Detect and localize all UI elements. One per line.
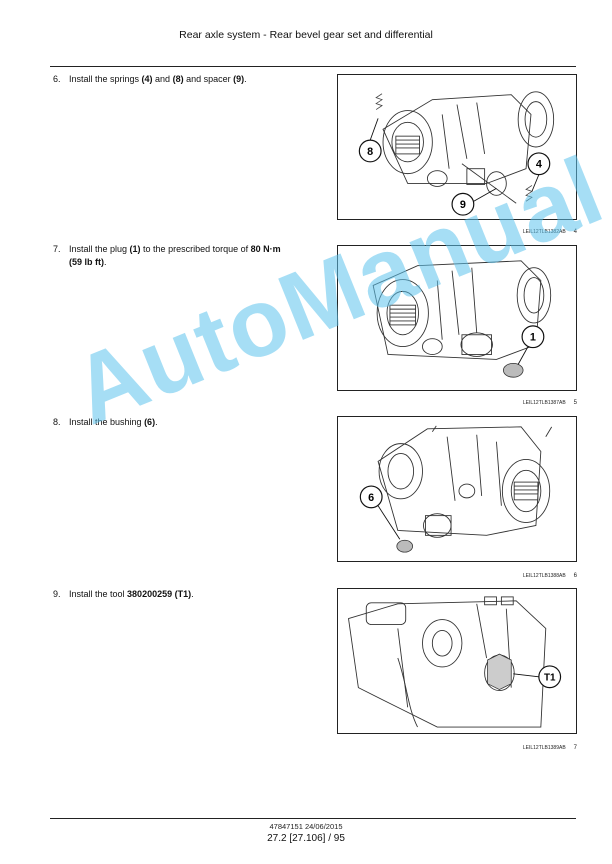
spring-4-graphic [525,185,533,202]
tool-t1-graphic [487,653,512,691]
callout-9: 9 [460,199,466,211]
page-number: 27.2 [27.106] / 95 [267,833,345,844]
axle-illustration-plug: 1 [372,260,552,378]
callout-4: 4 [536,159,542,171]
step-6-text: 6.Install the springs (4) and (8) and sp… [53,74,247,84]
callout-circle-1 [521,325,545,349]
figure-bushing: 6 [337,416,577,562]
callout-circle-9 [451,192,475,216]
figure-springs-spacer: 8 9 4 [337,74,577,220]
axle-illustration-bushing: 6 [359,425,553,553]
document-reference: 47847151 24/06/2015 [269,822,343,831]
step-9-text: 9.Install the tool 380200259 (T1). [53,589,194,599]
page-header-title: Rear axle system - Rear bevel gear set a… [179,29,433,41]
callout-t1: T1 [544,673,556,684]
axle-illustration-tool: T1 [348,596,562,728]
spring-8-graphic [375,93,383,110]
plug-graphic [502,362,524,378]
callout-circle-t1 [538,665,562,689]
step-number: 6. [53,74,61,84]
header-divider [50,66,576,67]
callout-8: 8 [367,146,373,158]
axle-illustration-springs: 8 9 4 [358,91,555,216]
page-footer: 47847151 24/06/2015 27.2 [27.106] / 95 [0,822,612,844]
step-7-text: 7.Install the plug (1) to the prescribed… [53,244,281,267]
callout-circle-4 [527,152,551,176]
bushing-graphic [396,539,414,553]
figure-plug: 1 [337,245,577,391]
callout-circle-6 [359,485,383,509]
callout-circle-8 [358,139,382,163]
callout-6: 6 [368,492,374,504]
step-8-text: 8.Install the bushing (6). [53,417,158,427]
footer-divider [50,818,576,819]
figure-tool: T1 [337,588,577,734]
callout-1: 1 [530,332,536,344]
